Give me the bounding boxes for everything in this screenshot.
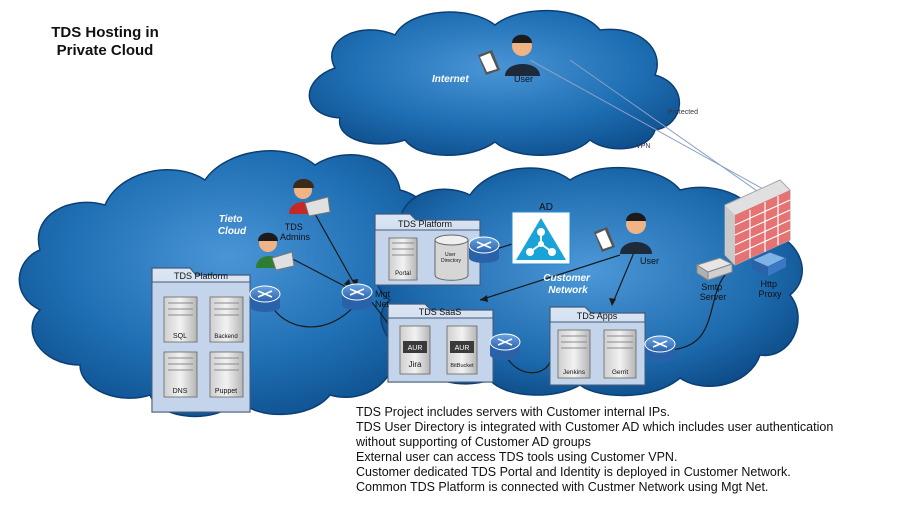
tds-apps-title: TDS Apps xyxy=(577,311,618,321)
http-proxy-icon xyxy=(750,251,788,276)
smtp-server-icon xyxy=(695,257,734,281)
note-line: TDS Project includes servers with Custom… xyxy=(356,405,670,419)
note-line: Customer dedicated TDS Portal and Identi… xyxy=(356,465,791,479)
customer-user-label: User xyxy=(640,256,659,266)
tds-saas-title: TDS SaaS xyxy=(419,307,462,317)
firewall-icon xyxy=(724,179,791,266)
ad-label: AD xyxy=(539,202,553,213)
tds-admin-icon xyxy=(289,179,331,217)
tds-admin-icon xyxy=(256,232,295,271)
protected-label: Protected xyxy=(668,109,698,116)
server-label-sql: SQL xyxy=(173,333,187,340)
aur-badge-label: AUR xyxy=(455,345,470,352)
internet-user-label: User xyxy=(514,74,533,84)
router-icon xyxy=(341,283,373,310)
router-icons xyxy=(249,236,676,362)
customer-user-icon xyxy=(594,212,652,254)
server-stripes xyxy=(168,242,633,371)
aur-badges xyxy=(403,341,474,353)
customer-cloud-label: Customer Network xyxy=(543,273,592,296)
router-icon xyxy=(489,333,521,360)
server-label-jira: Jira xyxy=(409,360,422,369)
tieto-cloud-label: Tieto Cloud xyxy=(218,214,247,237)
server-label-dns: DNS xyxy=(173,388,188,395)
router-icon xyxy=(644,335,676,362)
note-line: Common TDS Platform is connected with Cu… xyxy=(356,480,769,494)
server-label-backend: Backend xyxy=(214,334,237,340)
server-label-puppet: Puppet xyxy=(215,388,237,395)
note-line: without supporting of Customer AD groups xyxy=(356,435,591,449)
note-line: TDS User Directory is integrated with Cu… xyxy=(356,420,834,434)
ad-logo xyxy=(511,211,571,265)
server-label-jenkins: Jenkins xyxy=(563,369,586,376)
router-icon xyxy=(468,236,500,263)
aur-badge-label: AUR xyxy=(408,345,423,352)
internet-cloud xyxy=(308,9,681,156)
server-label-user-directory: User Directory xyxy=(441,252,462,264)
server-label-gerrit: Gerrit xyxy=(612,369,628,376)
server-label-bitbucket: BitBucket xyxy=(450,363,474,369)
tds-platform-common-title: TDS Platform xyxy=(174,271,228,281)
http-proxy-label: Http Proxy xyxy=(758,279,782,299)
mgt-net-label: Mgt Net xyxy=(375,289,393,309)
smtp-server-label: Smtp Server xyxy=(700,282,727,302)
server-label-portal: Portal xyxy=(395,271,411,277)
user-directory-database-icon xyxy=(434,234,469,281)
notes-list: TDS Project includes servers with Custom… xyxy=(356,405,833,495)
tds-admins-label: TDS Admins xyxy=(280,222,311,242)
diagram-title: TDS Hosting in Private Cloud xyxy=(51,24,159,59)
vpn-label: VPN xyxy=(636,143,650,150)
internet-user-icon xyxy=(478,34,540,76)
router-icon xyxy=(249,285,281,312)
note-line: External user can access TDS tools using… xyxy=(356,450,678,464)
internet-cloud-label: Internet xyxy=(432,74,469,85)
tds-platform-customer-title: TDS Platform xyxy=(398,219,452,229)
